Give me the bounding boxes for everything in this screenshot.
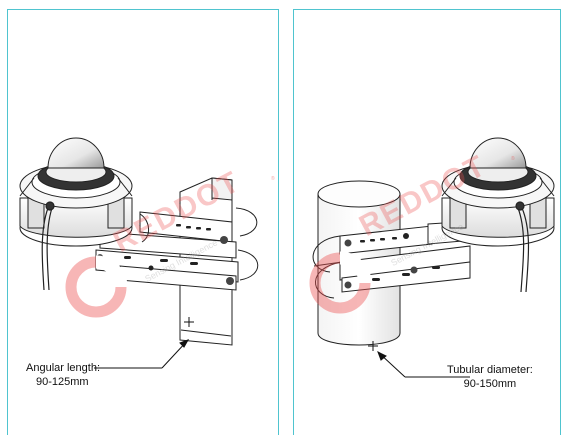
svg-text:®: ®	[511, 155, 515, 162]
angular-length-caption: Angular length: 90-125mm	[26, 361, 100, 389]
left-pointer	[94, 317, 194, 369]
svg-text:®: ®	[271, 175, 275, 182]
left-sensor-cable	[41, 201, 55, 291]
watermark-logo-right: ®	[309, 155, 515, 314]
angular-length-label: Angular length:	[26, 362, 100, 374]
right-pointer	[368, 341, 470, 378]
tubular-diameter-value: 90-150mm	[463, 378, 517, 390]
angular-length-value: 90-125mm	[36, 376, 89, 388]
right-sensor-cable	[515, 201, 530, 293]
tubular-diameter-label: Tubular diameter:	[447, 364, 533, 376]
right-bracket-slots	[344, 233, 440, 289]
watermark-logo-left: ®	[65, 175, 275, 318]
right-sensor-unit	[441, 137, 555, 247]
tubular-diameter-caption: Tubular diameter: 90-150mm	[447, 363, 533, 391]
